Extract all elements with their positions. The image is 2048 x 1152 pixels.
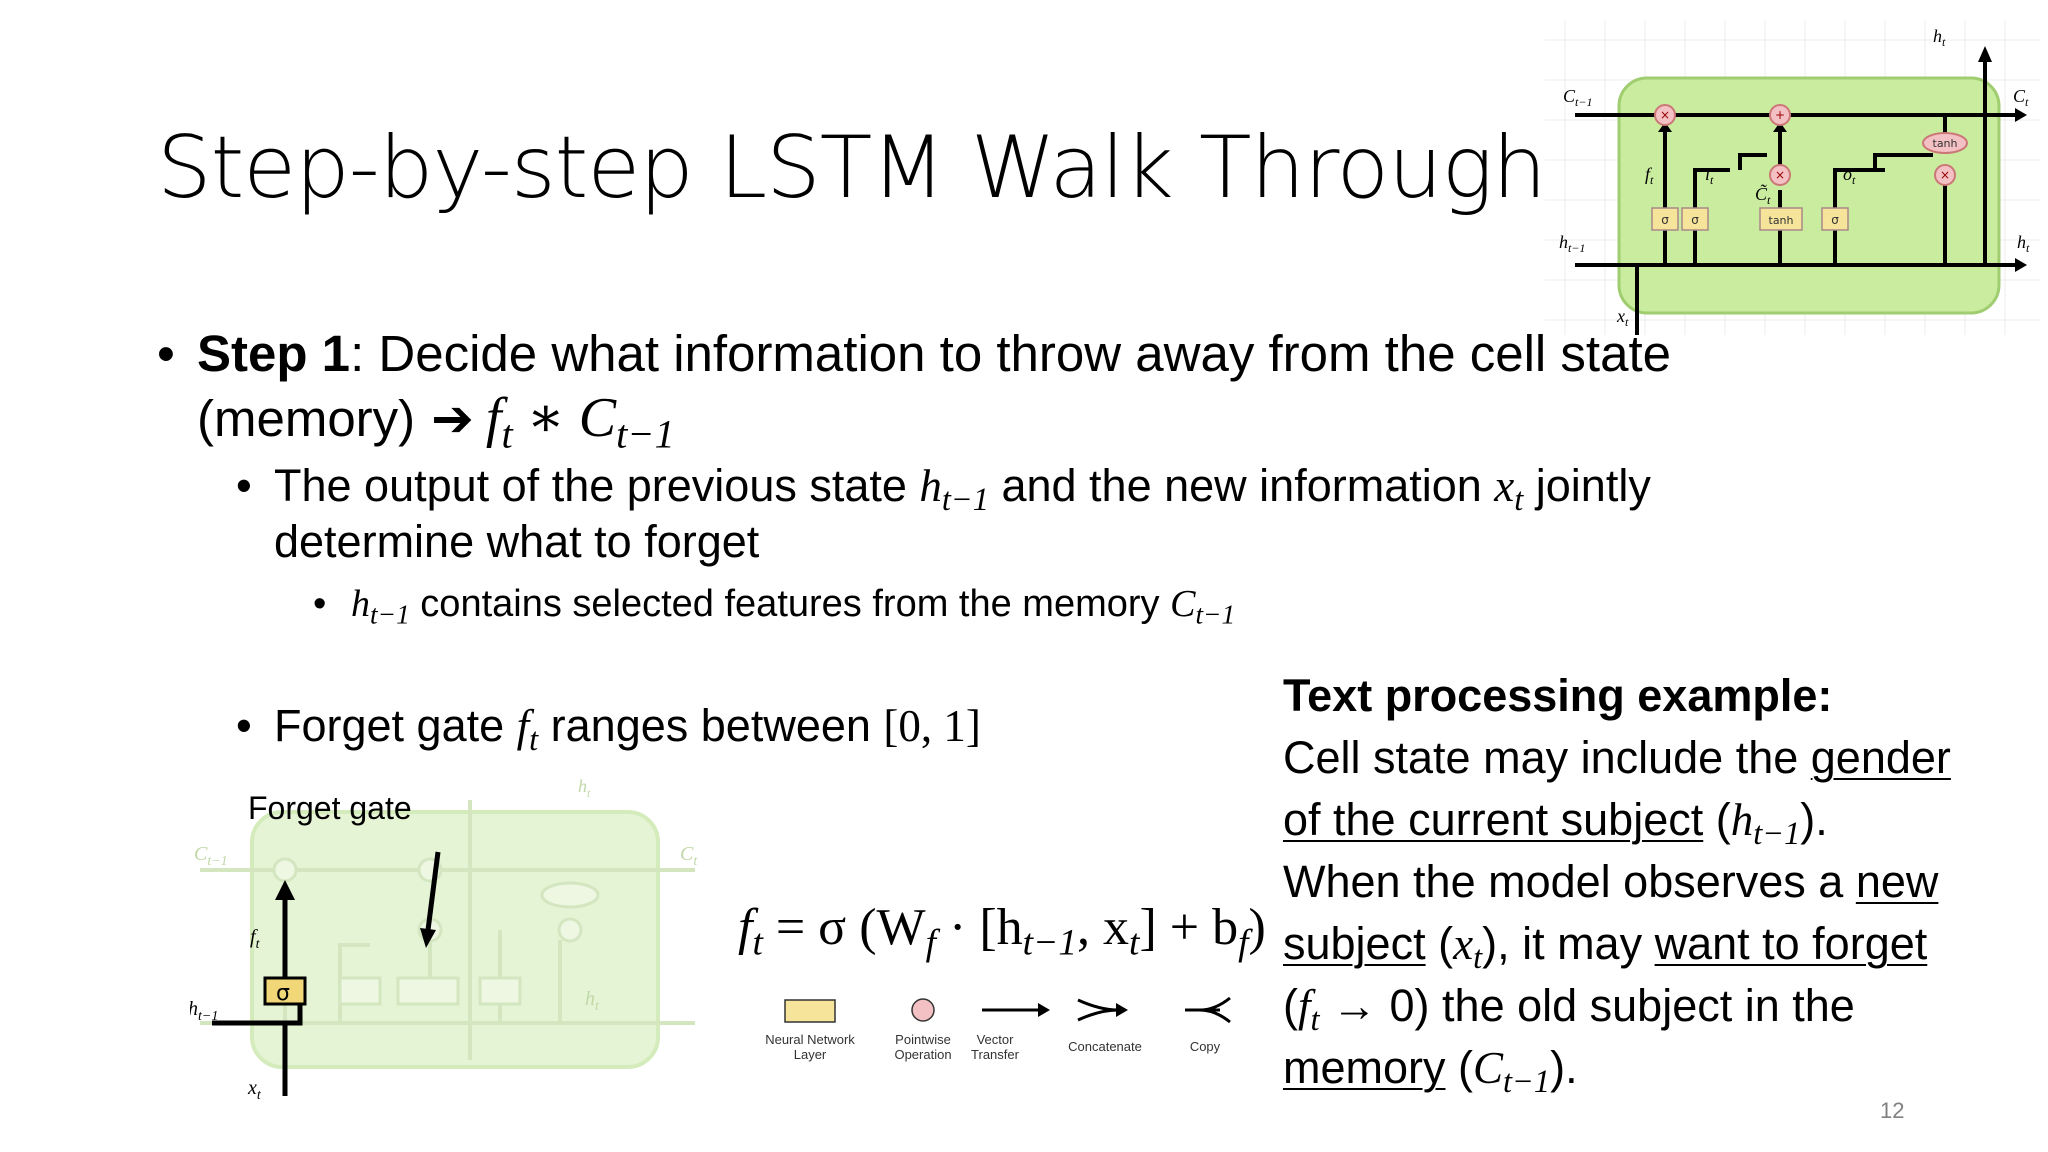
legend-label: Vector Transfer [971, 1032, 1019, 1062]
legend-label: Pointwise Operation [894, 1032, 952, 1062]
forget-gate-diagram: Ct−1 Ct ht ht σ ht−1 ft xt [190, 760, 720, 1105]
forget-gate-formula: ft = σ (Wf · [ht−1, xt] + bf) [738, 899, 1266, 964]
legend-label: Neural Network Layer [765, 1032, 855, 1062]
svg-text:Ct: Ct [680, 843, 698, 869]
bullet-forget-range: • Forget gate ft ranges between [0, 1] [236, 700, 981, 759]
bullet-step1: • Step 1: Decide what information to thr… [157, 322, 1820, 457]
svg-text:×: × [1660, 108, 1670, 122]
bullet-text: jointly [1523, 460, 1651, 511]
svg-text:×: × [1775, 168, 1785, 182]
arrow-icon: ➔ [431, 390, 474, 447]
svg-text:σ: σ [1831, 213, 1839, 227]
bullet-dot: • [313, 583, 327, 625]
svg-text:ot: ot [1843, 164, 1856, 187]
diagram-legend: Neural Network Layer Pointwise Operation… [760, 990, 1255, 1070]
example-line: When the model observes a new [1283, 856, 1939, 907]
bullet-text: ranges between [538, 700, 884, 751]
bullet-text: determine what to forget [274, 516, 760, 567]
svg-text:Ct−1: Ct−1 [1563, 86, 1592, 109]
svg-text:tanh: tanh [1769, 214, 1794, 227]
bullet-text: The output of the previous state [274, 460, 920, 511]
arrow-icon [420, 928, 436, 948]
svg-text:ht: ht [1933, 26, 1946, 49]
svg-text:σ: σ [276, 981, 290, 1006]
example-heading: Text processing example: [1283, 670, 1833, 721]
bullet-dot: • [236, 700, 252, 751]
svg-text:×: × [1940, 168, 1950, 182]
concatenate-icon [1077, 998, 1128, 1022]
example-line: Cell state may include the gender [1283, 732, 1951, 783]
example-line: of the current subject (ht−1). [1283, 794, 1828, 853]
svg-text:ht: ht [585, 988, 600, 1014]
bullet-text: and the new information [988, 460, 1495, 511]
bullet-dot: • [236, 460, 252, 511]
example-line: (ft → 0) the old subject in the [1283, 980, 1855, 1039]
forget-gate-label: Forget gate [248, 790, 412, 826]
bullet-dot: • [157, 325, 175, 382]
nn-layer-icon [784, 999, 836, 1023]
legend-label: Concatenate [1068, 1039, 1142, 1054]
svg-text:+: + [1775, 108, 1785, 122]
svg-text:Ct−1: Ct−1 [194, 843, 228, 869]
step1-line2: (memory) [197, 390, 416, 447]
copy-icon [1185, 996, 1231, 1024]
step1-text: : Decide what information to throw away … [350, 325, 1671, 382]
svg-text:ft: ft [250, 926, 261, 952]
svg-text:C̃t: C̃t [1755, 184, 1771, 207]
lstm-cell-diagram-graphic: × + × × tanh σ σ tanh σ Ct−1 Ct ht−1 ht … [1545, 20, 2040, 335]
bullet-text: contains selected features from the memo… [409, 583, 1171, 625]
text-processing-example: Text processing example: Cell state may … [1283, 665, 2023, 1099]
lstm-cell-diagram: × + × × tanh σ σ tanh σ Ct−1 Ct ht−1 ht … [1545, 20, 2040, 335]
svg-text:σ: σ [1661, 213, 1669, 227]
svg-text:xt: xt [247, 1077, 262, 1103]
svg-text:it: it [1705, 164, 1714, 187]
svg-text:Ct: Ct [2013, 86, 2029, 109]
bullet-output-state: • The output of the previous state ht−1 … [236, 460, 1651, 567]
legend-label: Copy [1189, 1039, 1221, 1054]
step-label: Step 1 [197, 325, 351, 382]
svg-text:ht−1: ht−1 [190, 998, 218, 1024]
svg-text:xt: xt [1616, 306, 1629, 329]
step1-formula: ft ∗ Ct−1 [485, 387, 675, 457]
svg-text:ht: ht [2017, 232, 2030, 255]
slide-title: Step-by-step LSTM Walk Through [157, 118, 1547, 218]
page-number: 12 [1880, 1098, 1905, 1123]
bullet-ht-contains: • ht−1 contains selected features from t… [313, 580, 1413, 628]
svg-text:ht: ht [578, 776, 591, 800]
svg-text:ft: ft [1645, 164, 1654, 187]
pointwise-icon [911, 998, 935, 1022]
example-line: subject (xt), it may want to forget [1283, 918, 1928, 977]
svg-text:σ: σ [1691, 213, 1699, 227]
bullet-text: Forget gate [274, 700, 517, 751]
legend-icons [784, 996, 1231, 1024]
arrow-icon [275, 880, 295, 900]
range-value: [0, 1] [883, 701, 981, 751]
svg-text:tanh: tanh [1933, 137, 1958, 150]
svg-text:ht−1: ht−1 [1559, 232, 1585, 255]
example-line: memory (Ct−1). [1283, 1042, 1578, 1101]
vector-transfer-icon [982, 1003, 1050, 1017]
forget-gate-diagram-graphic: Ct−1 Ct ht ht σ ht−1 ft xt [190, 776, 698, 1103]
